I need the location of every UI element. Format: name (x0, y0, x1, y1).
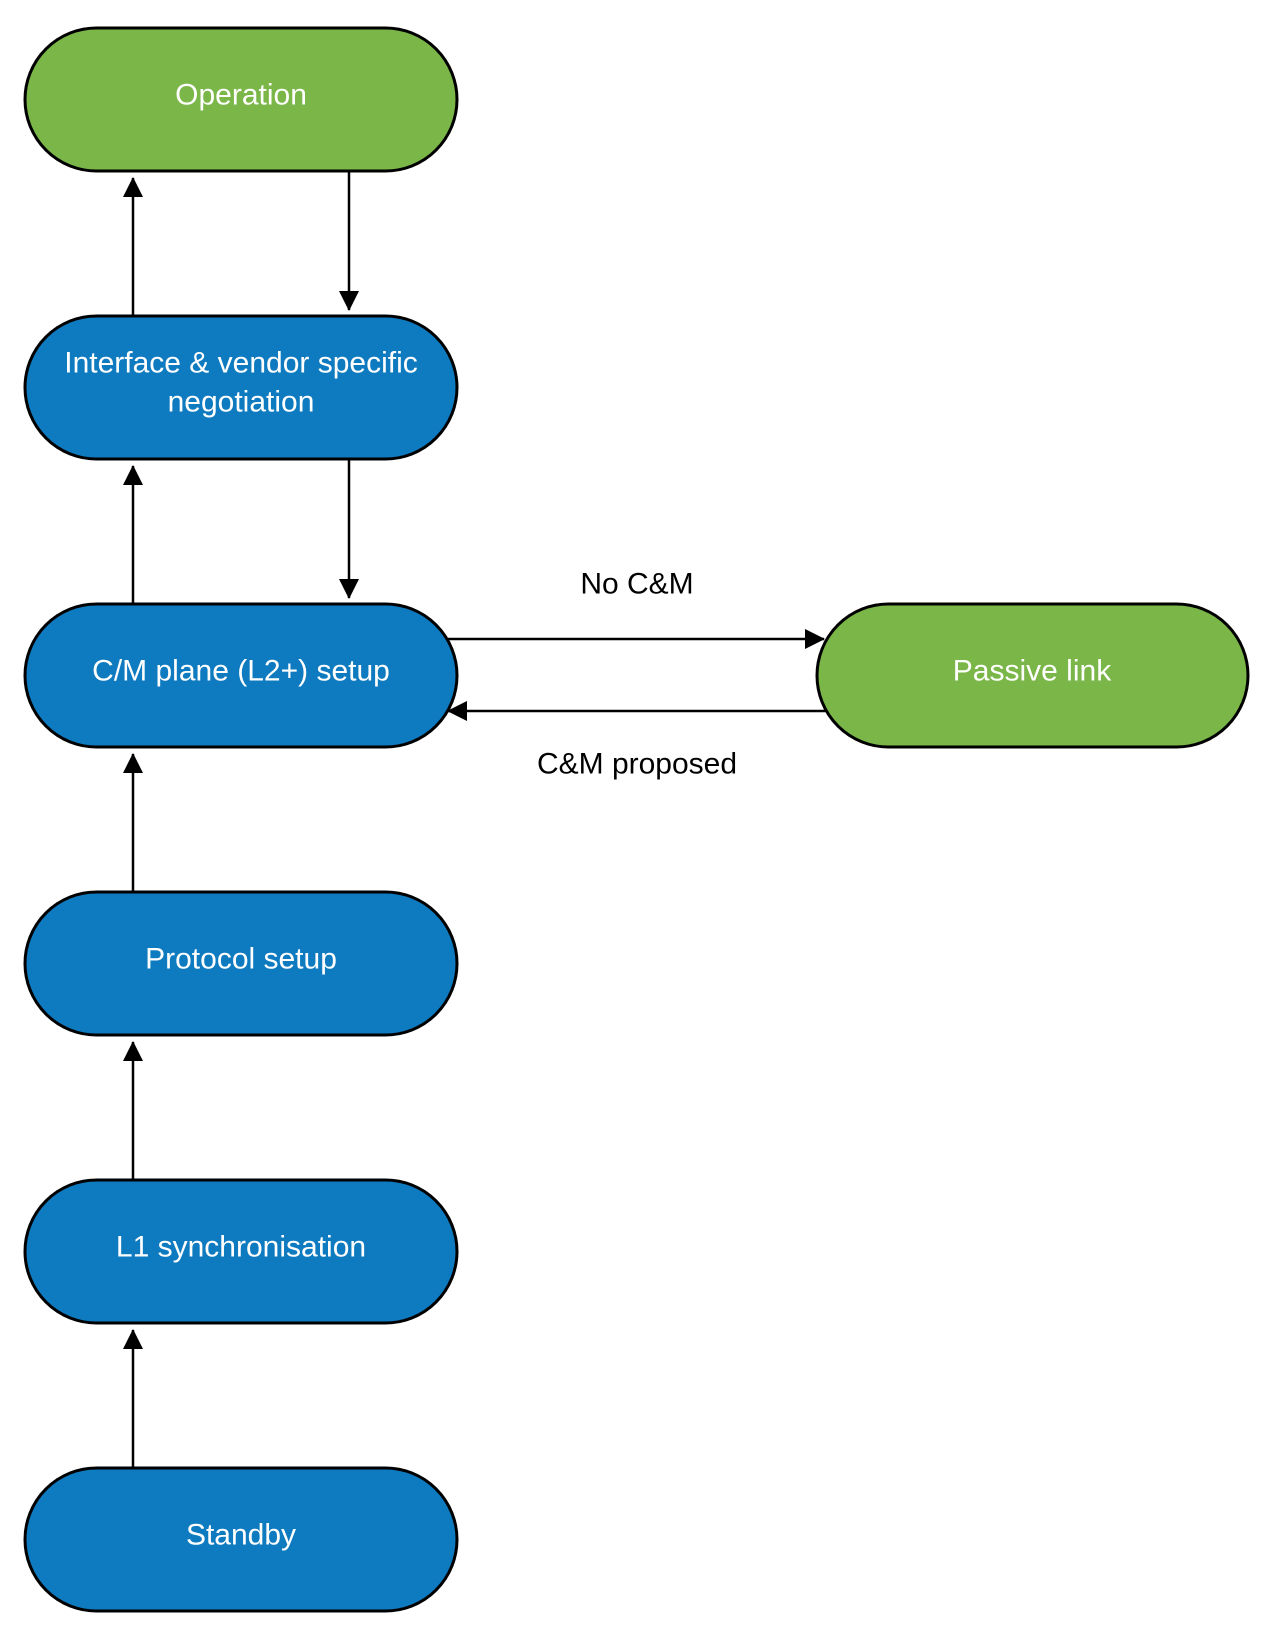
node-protocol-setup-shape (23, 890, 459, 1037)
node-standby-label: Standby (186, 1519, 296, 1552)
edge-label-no-cm: No C&M (580, 568, 693, 601)
node-cm-plane-setup-label: C/M plane (L2+) setup (92, 655, 390, 688)
node-interface-negotiation-label-line1: Interface & vendor specific (64, 347, 418, 380)
node-protocol-setup-label: Protocol setup (145, 943, 337, 976)
node-interface-negotiation-shape (23, 314, 459, 461)
node-protocol-setup: Protocol setup (23, 890, 459, 1037)
node-passive-link: Passive link (815, 602, 1250, 749)
node-interface-negotiation: Interface & vendor specific negotiation (23, 314, 459, 461)
node-operation: Operation (23, 26, 459, 173)
node-passive-link-label: Passive link (953, 655, 1112, 688)
node-l1-synchronisation: L1 synchronisation (23, 1178, 459, 1325)
node-operation-shape (23, 26, 459, 173)
node-standby: Standby (23, 1466, 459, 1613)
node-standby-shape (23, 1466, 459, 1613)
node-l1-synchronisation-label: L1 synchronisation (116, 1231, 366, 1264)
edge-label-cm-proposed: C&M proposed (537, 748, 737, 781)
node-operation-label: Operation (175, 79, 307, 112)
node-cm-plane-setup: C/M plane (L2+) setup (23, 602, 459, 749)
node-passive-link-shape (815, 602, 1250, 749)
node-interface-negotiation-label-line2: negotiation (168, 386, 315, 419)
node-cm-plane-setup-shape (23, 602, 459, 749)
node-l1-synchronisation-shape (23, 1178, 459, 1325)
